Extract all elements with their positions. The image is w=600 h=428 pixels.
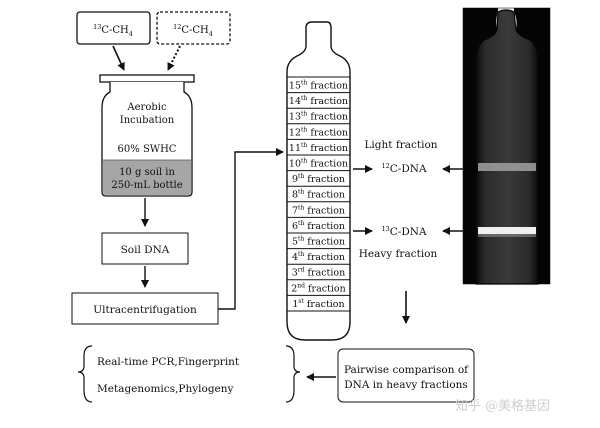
svg-text:Ultracentrifugation: Ultracentrifugation — [93, 304, 197, 316]
fraction-stack: 15th fraction 14th fraction 13th fraction 1… — [287, 76, 350, 312]
bottle-soil-label-1: 10 g soil in — [119, 167, 175, 178]
soil-dna-box: Soil DNA — [101, 232, 189, 265]
analysis-line-2: Metagenomics,Phylogeny — [97, 383, 234, 395]
fraction-label-6: 6th fraction — [292, 220, 345, 232]
c12-dna-label: 12C-DNA — [381, 162, 426, 175]
bottle-swhc-label: 60% SWHC — [118, 144, 177, 155]
fraction-label-9: 9th fraction — [292, 173, 345, 185]
fraction-label-3: 3rd fraction — [292, 267, 346, 279]
fraction-label-2: 2nd fraction — [291, 282, 346, 294]
fraction-label-10: 10th fraction — [289, 158, 348, 170]
gradient-tube-photo — [462, 7, 551, 285]
fraction-label-14: 14th fraction — [289, 95, 348, 107]
ultracentrifugation-box: Ultracentrifugation — [71, 292, 219, 325]
svg-text:12C-DNA: 12C-DNA — [381, 162, 426, 175]
left-brace — [77, 345, 93, 403]
light-dna-band — [478, 163, 536, 171]
fraction-label-8: 8th fraction — [292, 189, 345, 201]
bottle-incubation-label: Incubation — [120, 115, 175, 126]
c12-methane-box: 12C-CH4 — [156, 11, 231, 45]
svg-text:Pairwise comparison of: Pairwise comparison of — [344, 364, 469, 376]
c13-methane-box: 13C-CH4 — [76, 11, 151, 45]
c13-dna-label: 13C-DNA — [381, 225, 426, 238]
bottle-soil-label-2: 250-mL bottle — [111, 180, 182, 191]
svg-text:12C-CH4: 12C-CH4 — [173, 23, 213, 38]
analysis-line-1: Real-time PCR,Fingerprint — [97, 356, 240, 368]
light-fraction-label: Light fraction — [364, 139, 437, 151]
svg-text:DNA in heavy fractions: DNA in heavy fractions — [344, 379, 468, 391]
ultra-to-tube-arrow — [218, 148, 284, 310]
fraction-label-12: 12th fraction — [289, 126, 348, 138]
fraction-label-5: 5th fraction — [292, 236, 345, 248]
bottle-aerobic-label: Aerobic — [126, 102, 167, 113]
c12-arrow — [167, 45, 181, 71]
svg-text:13C-DNA: 13C-DNA — [381, 225, 426, 238]
heavy-dna-band — [478, 227, 536, 234]
svg-text:13C-CH4: 13C-CH4 — [93, 23, 133, 38]
fraction-label-7: 7th fraction — [292, 204, 345, 216]
heavy-fraction-label: Heavy fraction — [359, 248, 438, 260]
soil-layer — [103, 160, 191, 195]
centrifuge-tube — [286, 21, 351, 341]
watermark: 知乎 @美格基因 — [455, 398, 550, 414]
right-brace — [285, 345, 301, 403]
pairwise-comparison-box: Pairwise comparison of DNA in heavy frac… — [337, 348, 475, 403]
c13-arrow — [112, 45, 125, 71]
incubation-bottle — [99, 74, 195, 197]
fraction-label-11: 11th fraction — [289, 142, 348, 154]
svg-text:Soil DNA: Soil DNA — [121, 244, 170, 256]
fraction-label-4: 4th fraction — [292, 251, 345, 263]
fraction-label-13: 13th fraction — [289, 111, 348, 123]
fraction-label-1: 1st fraction — [292, 298, 344, 310]
fraction-label-15: 15th fraction — [289, 80, 348, 92]
